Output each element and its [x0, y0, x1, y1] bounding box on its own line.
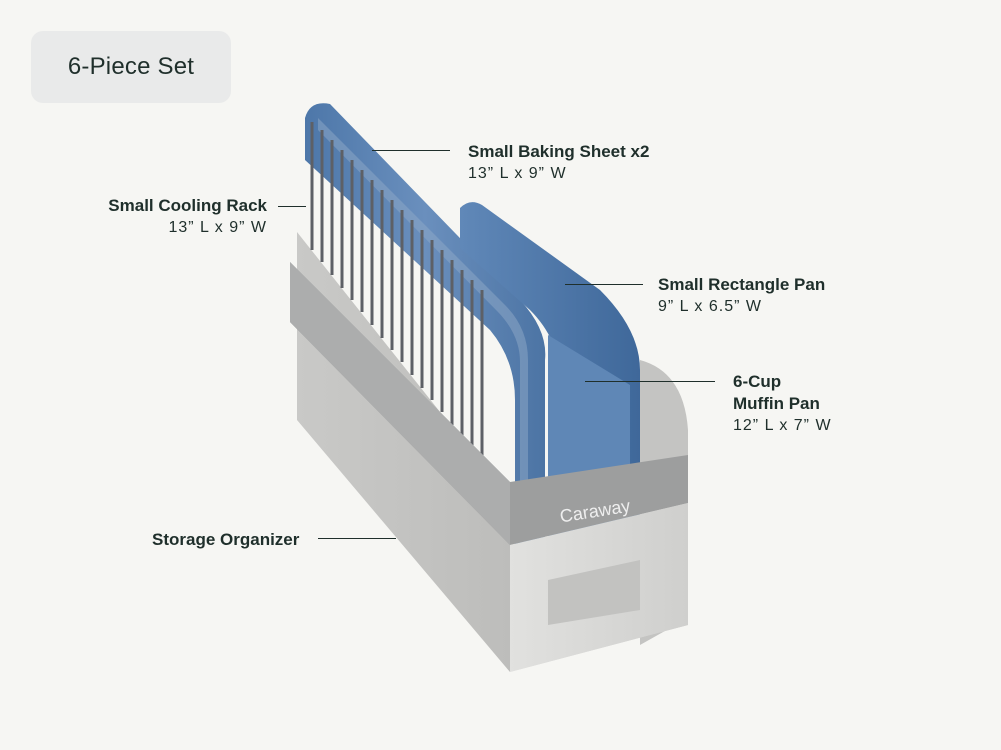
rectangle-pan-title: Small Rectangle Pan: [658, 275, 826, 294]
cooling-rack-dims: 13” L x 9” W: [168, 219, 267, 236]
callout-muffin-pan: 6-Cup Muffin Pan 12” L x 7” W: [733, 371, 832, 437]
callout-rectangle-pan: Small Rectangle Pan 9” L x 6.5” W: [658, 274, 825, 318]
callout-organizer: Storage Organizer: [152, 529, 299, 551]
organizer-inner-floor: [548, 560, 640, 625]
callout-baking-sheet: Small Baking Sheet x2 13” L x 9” W: [468, 141, 649, 185]
leader-baking-sheet: [372, 150, 450, 151]
baking-sheet-title: Small Baking Sheet x2: [468, 142, 650, 161]
muffin-pan-dims: 12” L x 7” W: [733, 417, 832, 434]
muffin-pan-title-line1: 6-Cup: [733, 372, 782, 391]
leader-cooling-rack: [278, 206, 306, 207]
leader-rectangle-pan: [565, 284, 643, 285]
organizer-title: Storage Organizer: [152, 530, 300, 549]
cooling-rack-title: Small Cooling Rack: [108, 196, 267, 215]
set-size-badge: 6-Piece Set: [31, 31, 231, 103]
rectangle-pan-dims: 9” L x 6.5” W: [658, 298, 762, 315]
muffin-pan-title-line2: Muffin Pan: [733, 394, 820, 413]
baking-sheet-dims: 13” L x 9” W: [468, 165, 567, 182]
leader-muffin-pan: [585, 381, 715, 382]
leader-organizer: [318, 538, 396, 539]
small-cooling-rack: [310, 122, 484, 462]
callout-cooling-rack: Small Cooling Rack 13” L x 9” W: [108, 195, 267, 239]
organizer-strap: [290, 262, 688, 545]
